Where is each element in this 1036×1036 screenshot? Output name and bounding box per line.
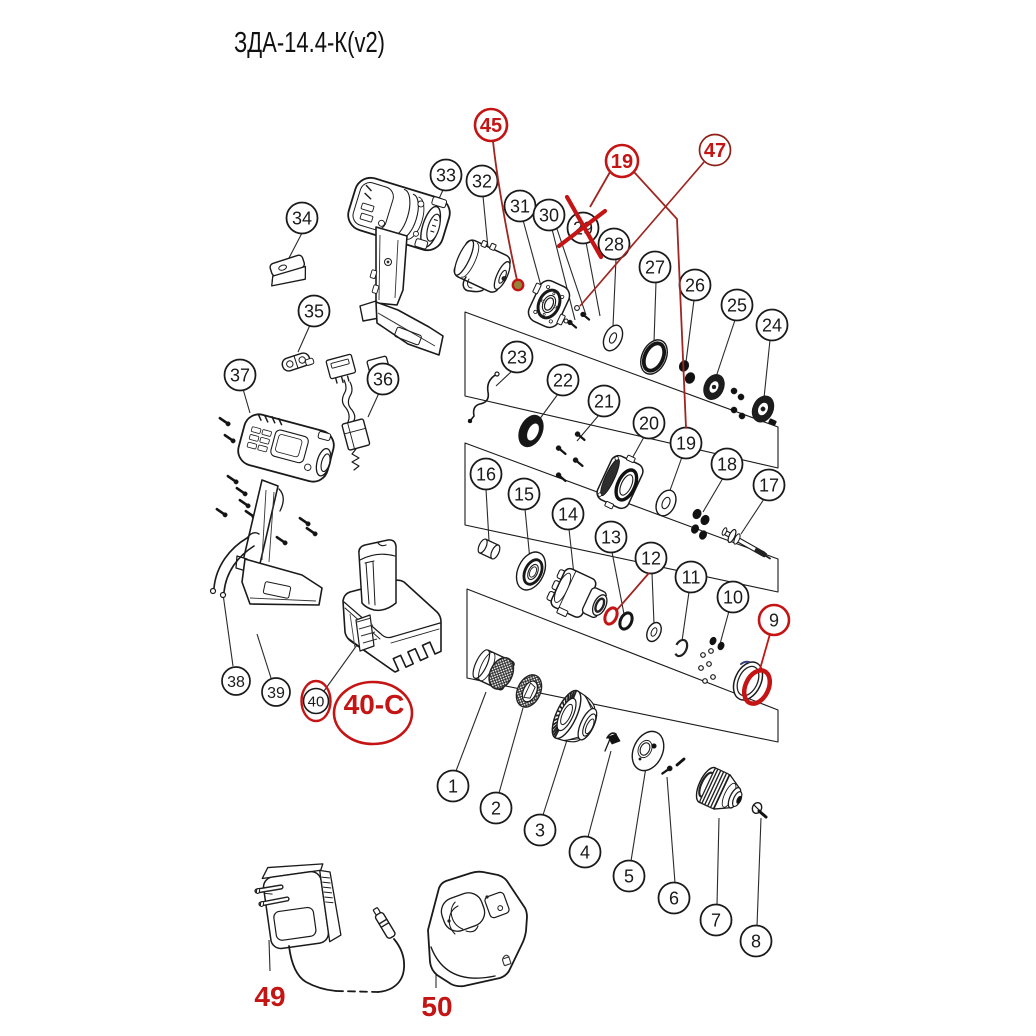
- svg-text:39: 39: [267, 685, 285, 702]
- svg-text:49: 49: [254, 981, 285, 1012]
- svg-text:30: 30: [539, 205, 559, 225]
- svg-text:12: 12: [641, 548, 661, 568]
- svg-text:26: 26: [685, 275, 705, 295]
- svg-text:47: 47: [704, 140, 726, 162]
- svg-text:35: 35: [304, 301, 324, 321]
- svg-text:2: 2: [491, 798, 501, 818]
- svg-text:23: 23: [507, 347, 527, 367]
- svg-text:20: 20: [639, 413, 659, 433]
- svg-text:18: 18: [717, 454, 737, 474]
- svg-text:45: 45: [480, 115, 502, 137]
- svg-text:37: 37: [230, 365, 250, 385]
- svg-text:28: 28: [604, 234, 624, 254]
- svg-text:50: 50: [421, 991, 452, 1022]
- svg-text:10: 10: [723, 587, 743, 607]
- svg-text:7: 7: [711, 910, 721, 930]
- svg-text:6: 6: [669, 888, 679, 908]
- svg-text:13: 13: [601, 527, 621, 547]
- svg-text:4: 4: [580, 842, 590, 862]
- svg-text:ЗДА-14.4-К(v2): ЗДА-14.4-К(v2): [234, 27, 385, 59]
- svg-text:19: 19: [676, 433, 696, 453]
- svg-text:36: 36: [373, 369, 393, 389]
- svg-text:1: 1: [448, 776, 458, 796]
- svg-text:19: 19: [611, 151, 633, 173]
- svg-text:15: 15: [514, 484, 534, 504]
- svg-text:40: 40: [308, 693, 325, 710]
- svg-text:32: 32: [472, 171, 492, 191]
- svg-text:21: 21: [594, 391, 614, 411]
- svg-text:40-C: 40-C: [344, 689, 405, 720]
- svg-text:8: 8: [751, 931, 761, 951]
- svg-text:11: 11: [682, 567, 701, 587]
- svg-text:31: 31: [510, 196, 530, 216]
- svg-text:24: 24: [762, 315, 782, 335]
- svg-text:17: 17: [759, 475, 779, 495]
- svg-text:34: 34: [292, 208, 312, 228]
- svg-text:33: 33: [436, 165, 456, 185]
- svg-text:14: 14: [558, 504, 578, 524]
- svg-text:3: 3: [535, 820, 545, 840]
- svg-text:22: 22: [553, 370, 573, 390]
- svg-text:27: 27: [645, 257, 665, 277]
- svg-text:38: 38: [227, 674, 245, 691]
- svg-text:16: 16: [476, 464, 496, 484]
- svg-text:25: 25: [727, 295, 747, 315]
- svg-text:5: 5: [624, 866, 634, 886]
- svg-text:9: 9: [769, 610, 779, 630]
